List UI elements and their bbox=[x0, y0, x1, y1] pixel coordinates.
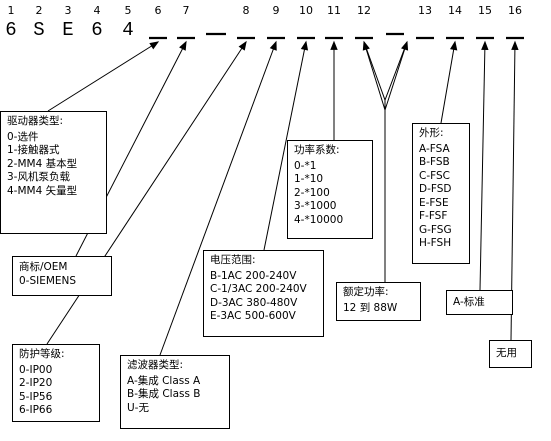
filter-list: A-集成 Class A B-集成 Class B U-无 bbox=[127, 375, 225, 416]
protection-option: 2-IP20 bbox=[19, 377, 53, 389]
drive-type-option: 0-选件 bbox=[7, 130, 39, 143]
position-number: 2 bbox=[35, 4, 43, 17]
position-number: 6 bbox=[154, 4, 162, 17]
pointer-arrow bbox=[47, 41, 160, 112]
position-number: 5 bbox=[124, 4, 132, 17]
position-number: 7 bbox=[182, 4, 190, 17]
unused-label: 无用 bbox=[496, 347, 517, 359]
position-number: 15 bbox=[478, 4, 492, 17]
standard-list: A-标准 bbox=[453, 296, 508, 310]
pointer-arrow bbox=[330, 40, 338, 140]
brand-option: 0-SIEMENS bbox=[19, 274, 77, 287]
position-number: 9 bbox=[272, 4, 280, 17]
position-number: 16 bbox=[508, 4, 522, 17]
code-prefix-char: S bbox=[33, 19, 45, 41]
brand-box: 商标/OEM 0-SIEMENS bbox=[12, 256, 112, 296]
position-number: 13 bbox=[418, 4, 432, 17]
pointer-arrow bbox=[263, 40, 309, 251]
standard-option: A-标准 bbox=[453, 296, 485, 308]
position-number: 3 bbox=[64, 4, 72, 17]
frame-option: H-FSH bbox=[419, 237, 452, 249]
position-number: 1 bbox=[7, 4, 15, 17]
code-prefix-char: 6 bbox=[5, 19, 17, 41]
pointer-arrow bbox=[384, 40, 409, 111]
filter-option: U-无 bbox=[127, 401, 149, 414]
rated-power-box: 额定功率: 12 到 88W bbox=[336, 282, 421, 321]
rated-power-bracket bbox=[363, 41, 408, 282]
power-factor-list: 0-*1 1-*10 2-*100 3-*1000 4-*10000 bbox=[294, 160, 368, 228]
standard-box: A-标准 bbox=[446, 290, 513, 315]
drive-type-option: 4-MM4 矢量型 bbox=[7, 184, 78, 197]
code-prefix-char: 6 bbox=[91, 19, 103, 41]
protection-option: 6-IP66 bbox=[19, 404, 53, 416]
protection-list: 0-IP00 2-IP20 5-IP56 6-IP66 bbox=[19, 364, 95, 418]
frame-box: 外形: A-FSA B-FSB C-FSC D-FSD E-FSE F-FSF … bbox=[412, 123, 470, 264]
protection-option: 5-IP56 bbox=[19, 390, 53, 403]
rated-power-list: 12 到 88W bbox=[343, 302, 416, 316]
voltage-option: C-1/3AC 200-240V bbox=[210, 283, 307, 295]
filter-option: B-集成 Class B bbox=[127, 388, 201, 400]
protection-option: 0-IP00 bbox=[19, 363, 53, 376]
frame-option: C-FSC bbox=[419, 169, 450, 182]
drive-type-option: 1-接触器式 bbox=[7, 144, 60, 156]
protection-title: 防护等级: bbox=[19, 348, 65, 360]
voltage-option: D-3AC 380-480V bbox=[210, 296, 298, 309]
position-number: 10 bbox=[299, 4, 313, 17]
voltage-box: 电压范围: B-1AC 200-240V C-1/3AC 200-240V D-… bbox=[203, 250, 324, 337]
frame-option: E-FSE bbox=[419, 196, 449, 209]
drive-type-title: 驱动器类型: bbox=[7, 115, 64, 127]
filter-box: 滤波器类型: A-集成 Class A B-集成 Class B U-无 bbox=[120, 355, 230, 429]
protection-box: 防护等级: 0-IP00 2-IP20 5-IP56 6-IP66 bbox=[12, 344, 100, 422]
drive-type-box: 驱动器类型: 0-选件 1-接触器式 2-MM4 基本型 3-风机泵负载 4-M… bbox=[0, 111, 107, 234]
power-factor-option: 2-*100 bbox=[294, 186, 330, 199]
position-number: 8 bbox=[242, 4, 250, 17]
position-number: 11 bbox=[327, 4, 341, 17]
power-factor-option: 4-*10000 bbox=[294, 213, 344, 226]
frame-option: D-FSD bbox=[419, 183, 452, 195]
filter-title: 滤波器类型: bbox=[127, 359, 184, 371]
frame-option: G-FSG bbox=[419, 223, 452, 236]
position-number: 12 bbox=[357, 4, 371, 17]
frame-option: F-FSF bbox=[419, 210, 448, 222]
power-factor-option: 3-*1000 bbox=[294, 200, 337, 212]
brand-list: 商标/OEM 0-SIEMENS bbox=[19, 261, 107, 288]
voltage-option: B-1AC 200-240V bbox=[210, 269, 297, 282]
filter-option: A-集成 Class A bbox=[127, 374, 201, 387]
code-prefix-char: 4 bbox=[122, 19, 134, 41]
position-number: 4 bbox=[93, 4, 101, 17]
position-number: 14 bbox=[448, 4, 462, 17]
brand-label: 商标/OEM bbox=[19, 261, 68, 273]
drive-type-option: 2-MM4 基本型 bbox=[7, 157, 78, 170]
voltage-option: E-3AC 500-600V bbox=[210, 310, 296, 322]
power-factor-option: 0-*1 bbox=[294, 159, 317, 172]
pointer-arrow bbox=[440, 40, 458, 124]
rated-power-value: 12 到 88W bbox=[343, 301, 398, 314]
rated-power-title: 额定功率: bbox=[343, 286, 389, 298]
unused-box: 无用 bbox=[489, 340, 532, 368]
unused-list: 无用 bbox=[496, 347, 527, 361]
frame-title: 外形: bbox=[419, 127, 444, 139]
frame-option: A-FSA bbox=[419, 142, 450, 155]
power-factor-box: 功率系数: 0-*1 1-*10 2-*100 3-*1000 4-*10000 bbox=[287, 140, 373, 239]
pointer-arrow bbox=[362, 40, 386, 111]
drive-type-list: 0-选件 1-接触器式 2-MM4 基本型 3-风机泵负载 4-MM4 矢量型 bbox=[7, 131, 102, 199]
pointer-arrow bbox=[479, 40, 489, 291]
voltage-list: B-1AC 200-240V C-1/3AC 200-240V D-3AC 38… bbox=[210, 270, 319, 324]
voltage-title: 电压范围: bbox=[210, 254, 256, 266]
frame-list: A-FSA B-FSB C-FSC D-FSD E-FSE F-FSF G-FS… bbox=[419, 143, 465, 251]
code-prefix-char: E bbox=[62, 19, 74, 41]
power-factor-option: 1-*10 bbox=[294, 173, 324, 185]
pointer-arrow bbox=[159, 40, 277, 356]
frame-option: B-FSB bbox=[419, 156, 450, 168]
power-factor-title: 功率系数: bbox=[294, 144, 340, 156]
drive-type-option: 3-风机泵负载 bbox=[7, 171, 70, 183]
